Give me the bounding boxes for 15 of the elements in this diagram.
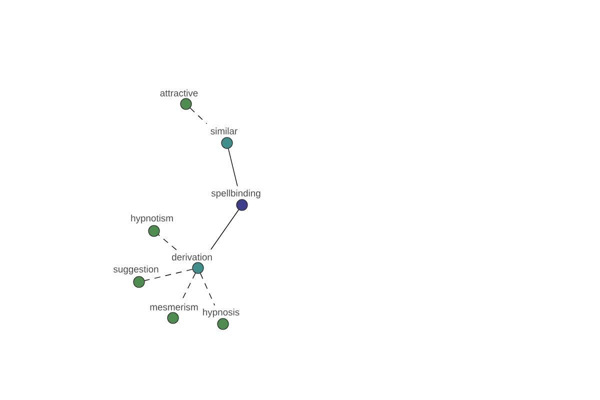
word-label: spellbinding — [211, 190, 260, 198]
link-line — [158, 234, 177, 250]
link-line — [210, 209, 240, 250]
word-label: hypnosis — [203, 308, 240, 318]
word-label: mesmerism — [150, 304, 198, 310]
link-line — [200, 272, 216, 306]
word-label: attractive — [160, 90, 198, 96]
link-line — [190, 108, 208, 124]
link-line — [144, 268, 193, 281]
word-label: hypnotism — [131, 214, 173, 224]
link-line — [182, 272, 196, 300]
word-label: similar — [210, 128, 238, 134]
link-line — [228, 148, 238, 187]
word-label: suggestion — [113, 266, 158, 274]
word-label: derivation — [172, 254, 212, 260]
